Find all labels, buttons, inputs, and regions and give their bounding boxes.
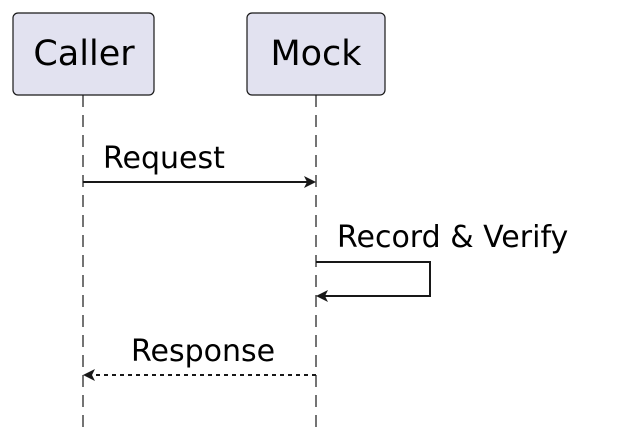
message-record-verify-arrow <box>316 261 431 302</box>
message-request: Request <box>83 141 316 188</box>
participant-caller: Caller <box>12 12 155 96</box>
message-request-label: Request <box>103 141 225 176</box>
message-response-label: Response <box>131 334 275 369</box>
message-response: Response <box>83 334 316 381</box>
participant-label-mock: Mock <box>270 34 362 74</box>
participant-label-caller: Caller <box>33 34 135 74</box>
participant-box-caller <box>12 12 155 96</box>
participant-mock: Mock <box>246 12 386 96</box>
message-record-verify-label: Record & Verify <box>337 220 568 255</box>
message-record-verify: Record & Verify <box>316 220 568 302</box>
participant-box-mock <box>246 12 386 96</box>
